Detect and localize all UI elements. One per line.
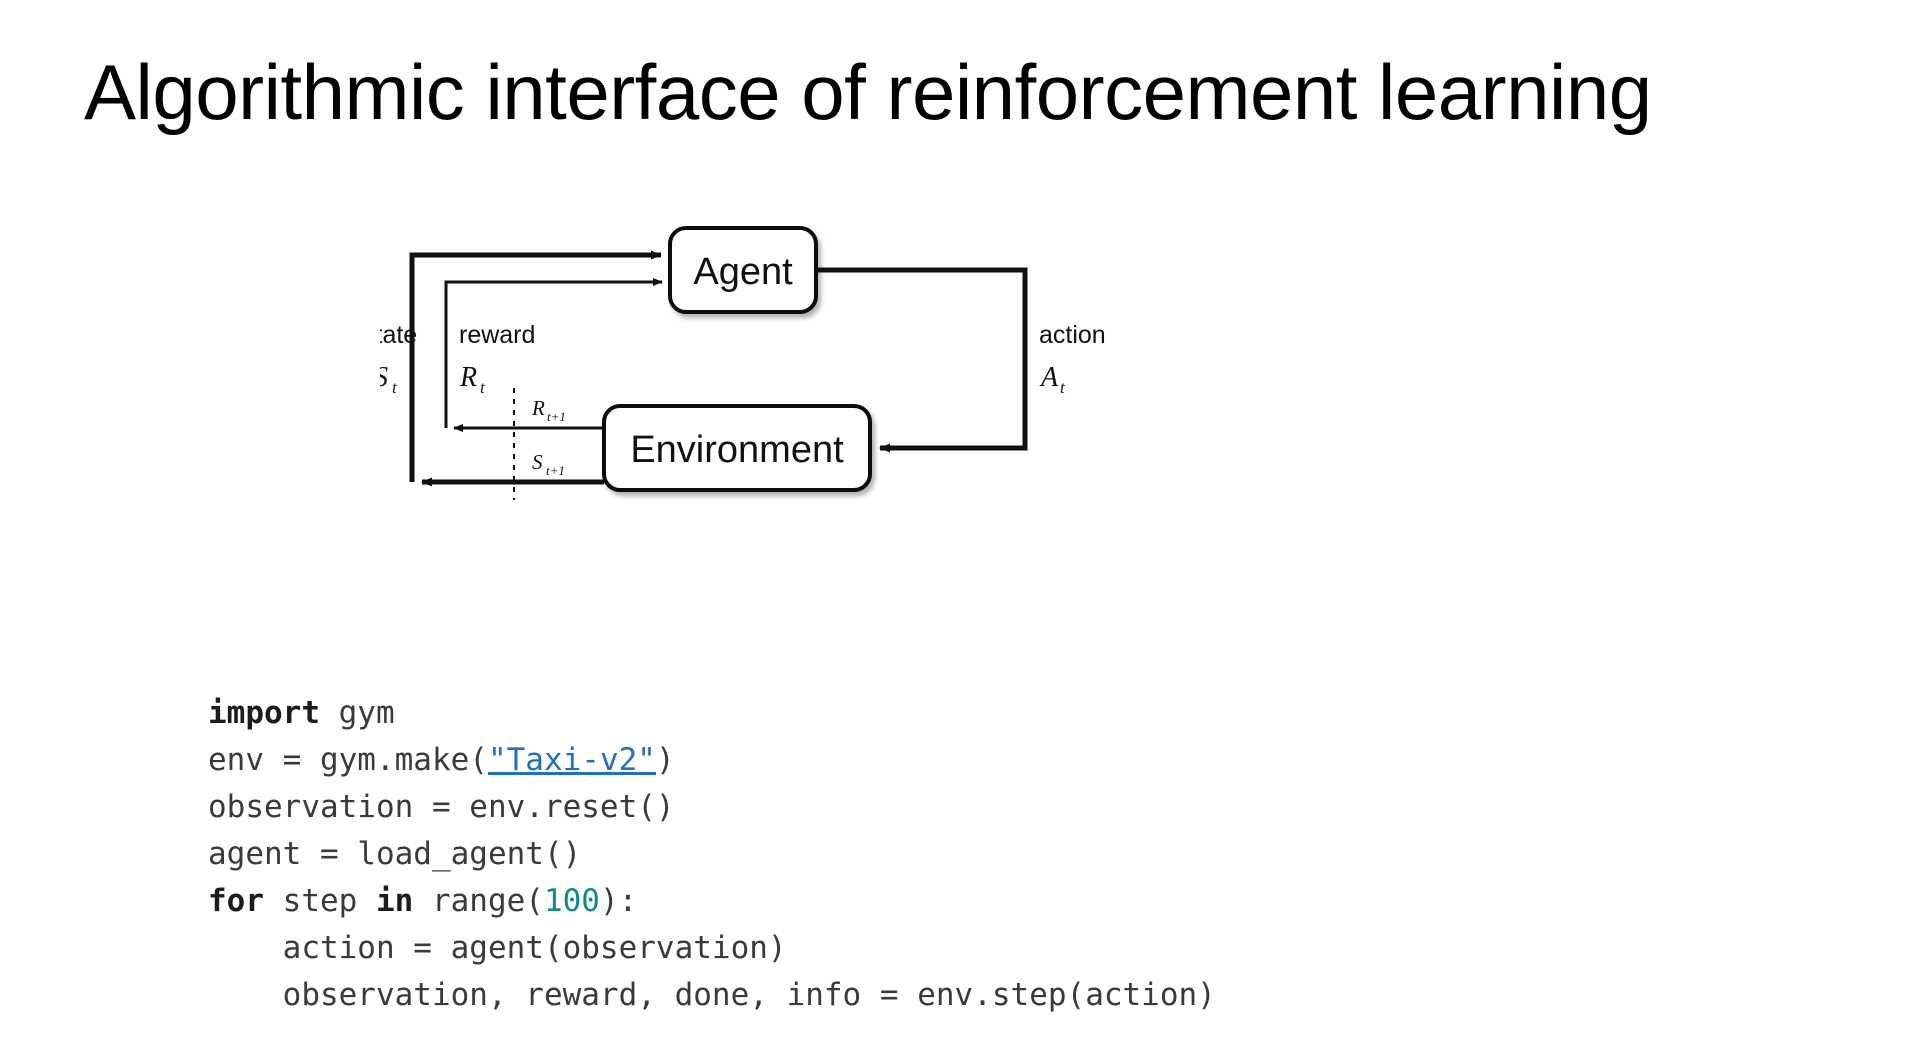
- code-line: observation, reward, done, info = env.st…: [208, 972, 1216, 1019]
- state-word-label: state: [380, 321, 417, 349]
- code-text: observation = env.reset(): [208, 789, 675, 825]
- code-string-link[interactable]: "Taxi-v2": [487, 742, 656, 778]
- page-title: Algorithmic interface of reinforcement l…: [84, 48, 1652, 136]
- action-word-label: action: [1039, 321, 1106, 349]
- code-keyword: for: [208, 883, 264, 919]
- code-text: agent = load_agent(): [208, 836, 582, 872]
- code-text: ):: [599, 883, 638, 919]
- next-reward-symbol-label: R: [531, 396, 545, 420]
- action-edge-to-environment: [816, 267, 1028, 453]
- environment-node: Environment: [602, 404, 872, 492]
- reward-symbol-label: R: [459, 362, 477, 393]
- agent-node: Agent: [668, 226, 818, 314]
- reward-edge-to-agent: [444, 278, 663, 428]
- reward-word-label: reward: [459, 321, 535, 349]
- state-edge-to-agent: [409, 250, 662, 482]
- agent-label: Agent: [693, 251, 793, 293]
- state-label-group: state S t: [380, 321, 417, 397]
- next-state-symbol-label: S: [532, 450, 543, 474]
- environment-box: [602, 404, 872, 492]
- next-state-subscript-label: t+1: [546, 463, 565, 478]
- code-text: gym: [319, 695, 395, 731]
- rl-loop-diagram: Agent Environment state S t reward R: [380, 210, 1320, 530]
- code-text: range(: [413, 883, 544, 919]
- code-number: 100: [543, 883, 600, 919]
- code-line: import gym: [208, 690, 1216, 737]
- code-text: observation, reward, done, info = env.st…: [208, 977, 1216, 1013]
- next-reward-subscript-label: t+1: [547, 409, 566, 424]
- action-symbol-label: A: [1039, 362, 1059, 393]
- state-symbol-label: S: [380, 362, 388, 393]
- next-state-label-group: S t+1: [532, 450, 565, 478]
- reward-label-group: reward R t: [459, 321, 535, 397]
- code-line: agent = load_agent(): [208, 831, 1216, 878]
- code-text: action = agent(observation): [208, 930, 787, 966]
- code-keyword: import: [208, 695, 320, 731]
- code-line: action = agent(observation): [208, 925, 1216, 972]
- action-label-group: action A t: [1039, 321, 1106, 397]
- environment-label: Environment: [630, 429, 844, 471]
- code-line: for step in range(100):: [208, 878, 1216, 925]
- state-subscript-label: t: [392, 378, 398, 397]
- action-subscript-label: t: [1060, 378, 1066, 397]
- next-reward-label-group: R t+1: [531, 396, 566, 424]
- code-line: env = gym.make("Taxi-v2"): [208, 737, 1216, 784]
- reward-subscript-label: t: [480, 378, 486, 397]
- rl-loop-svg: Agent Environment state S t reward R: [380, 226, 1106, 500]
- code-keyword: in: [375, 883, 414, 919]
- code-text: ): [655, 742, 675, 778]
- code-line: observation = env.reset(): [208, 784, 1216, 831]
- code-text: step: [264, 883, 376, 919]
- code-text: env = gym.make(: [208, 742, 488, 778]
